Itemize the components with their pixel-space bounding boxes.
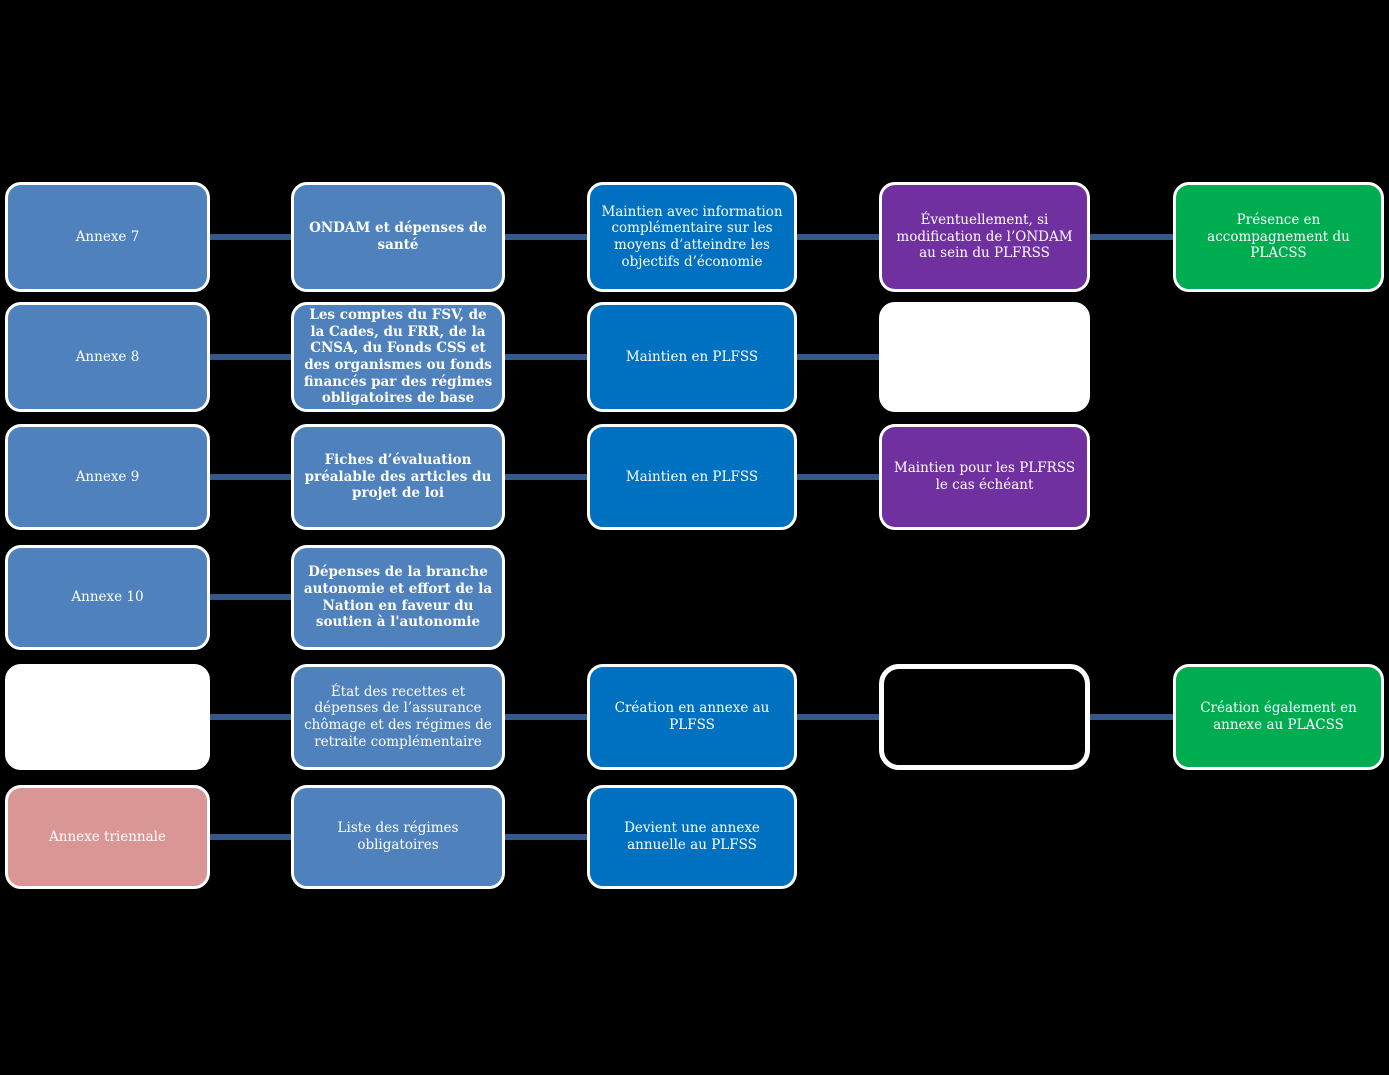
node-eventuellement-modification-ondam: Éventuellement, si modification de l’OND… <box>879 182 1090 292</box>
node-comptes-fsv-cades-frr: Les comptes du FSV, de la Cades, du FRR,… <box>291 302 505 412</box>
connector-row1-col4-col5 <box>1080 234 1183 240</box>
connector-row2-col1-col2 <box>200 354 301 360</box>
connector-row3-col2-col3 <box>495 474 597 480</box>
node-maintien-plfss-annexe9: Maintien en PLFSS <box>587 424 797 530</box>
node-maintien-info-complementaire: Maintien avec information complémentaire… <box>587 182 797 292</box>
node-maintien-plfrss-cas-echeant: Maintien pour les PLFRSS le cas échéant <box>879 424 1090 530</box>
node-creation-annexe-plfss: Création en annexe au PLFSS <box>587 664 797 770</box>
node-fiches-evaluation-prealable: Fiches d’évaluation préalable des articl… <box>291 424 505 530</box>
node-ondam-depenses-sante: ONDAM et dépenses de santé <box>291 182 505 292</box>
connector-row3-col1-col2 <box>200 474 301 480</box>
node-creation-egalement-placss: Création également en annexe au PLACSS <box>1173 664 1384 770</box>
connector-row5-col4-col5 <box>1080 714 1183 720</box>
connector-row1-col1-col2 <box>200 234 301 240</box>
connector-row6-col2-col3 <box>495 834 597 840</box>
connector-row2-col3-col4 <box>787 354 889 360</box>
node-maintien-plfss-annexe8: Maintien en PLFSS <box>587 302 797 412</box>
node-annexe-10: Annexe 10 <box>5 545 210 650</box>
connector-row5-col2-col3 <box>495 714 597 720</box>
node-etat-recettes-depenses-chomage: État des recettes et dépenses de l’assur… <box>291 664 505 770</box>
node-annexe-triennale: Annexe triennale <box>5 785 210 889</box>
node-annexe-9: Annexe 9 <box>5 424 210 530</box>
node-annexe-8: Annexe 8 <box>5 302 210 412</box>
node-liste-regimes-obligatoires: Liste des régimes obligatoires <box>291 785 505 889</box>
connector-row6-col1-col2 <box>200 834 301 840</box>
node-empty-black-outline <box>879 664 1090 770</box>
node-empty-white-annexe8 <box>879 302 1090 412</box>
node-depenses-branche-autonomie: Dépenses de la branche autonomie et effo… <box>291 545 505 650</box>
connector-row3-col3-col4 <box>787 474 889 480</box>
node-annexe-7: Annexe 7 <box>5 182 210 292</box>
connector-row5-col3-col4 <box>787 714 889 720</box>
node-empty-white-left <box>5 664 210 770</box>
connector-row1-col3-col4 <box>787 234 889 240</box>
connector-row2-col2-col3 <box>495 354 597 360</box>
node-devient-annexe-annuelle: Devient une annexe annuelle au PLFSS <box>587 785 797 889</box>
connector-row4-col1-col2 <box>200 594 301 600</box>
connector-row1-col2-col3 <box>495 234 597 240</box>
connector-row5-col1-col2 <box>200 714 301 720</box>
node-presence-accompagnement-placss: Présence en accompagnement du PLACSS <box>1173 182 1384 292</box>
